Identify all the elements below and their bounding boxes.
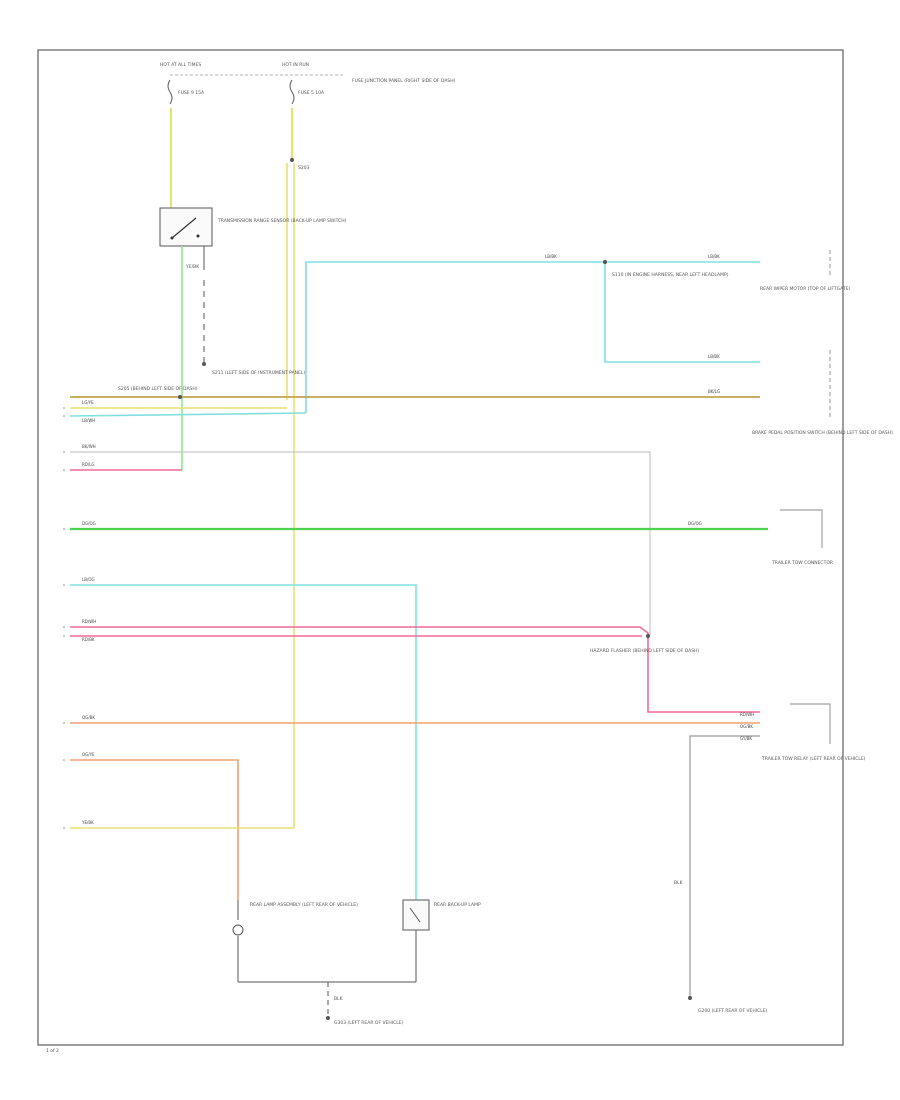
green-right-label: DG/OG <box>688 521 702 526</box>
wire-5-label: DG/OG <box>82 521 96 526</box>
fuse-a-top-label: HOT AT ALL TIMES <box>160 62 201 68</box>
wire-gray-ground <box>689 735 760 996</box>
right-mid-connector-label: BRAKE PEDAL POSITION SWITCH (BEHIND LEFT… <box>752 430 893 436</box>
rear-lamp-assembly <box>232 900 244 982</box>
wire-8-label: RD/BK <box>82 637 95 642</box>
orange-right-label: OG/BK <box>740 724 753 729</box>
top-right-wire-a-label: LB/BK <box>545 254 557 259</box>
wire-1-label: LG/YE <box>82 400 94 405</box>
wire-11-label: YE/BK <box>81 820 94 825</box>
wire-2-label: LB/WH <box>82 418 95 423</box>
right-lower-connector-bracket <box>780 509 823 548</box>
pink-right-label: RD/WH <box>740 712 754 717</box>
wire-9-label: OG/BK <box>82 715 95 720</box>
wire-7-label: RD/WH <box>82 619 96 624</box>
mid-right-wire-label: BK/LG <box>708 389 720 394</box>
bottom-mid-label: REAR BACK-UP LAMP <box>434 902 481 908</box>
bottom-right-label: G200 (LEFT REAR OF VEHICLE) <box>698 1008 768 1014</box>
splice-mid-label: S211 (LEFT SIDE OF INSTRUMENT PANEL) <box>212 370 305 376</box>
top-right-wire-b-label: LB/BK <box>708 254 720 259</box>
wire-cyan-main <box>305 261 605 413</box>
switch-pin-label: YE/BK <box>185 264 200 270</box>
wire-7 <box>70 626 760 713</box>
wire-10-label: OG/YE <box>82 752 95 757</box>
wire-10 <box>70 759 239 900</box>
bottom-left-label: REAR LAMP ASSEMBLY (LEFT REAR OF VEHICLE… <box>250 902 358 908</box>
right-bottom-connector-label: TRAILER TOW RELAY (LEFT REAR OF VEHICLE) <box>761 756 866 762</box>
diagram-frame <box>37 49 844 1046</box>
left-pin-markers <box>63 407 65 829</box>
fuse-b-symbol <box>289 79 295 105</box>
splice-top-label: S203 <box>298 165 310 171</box>
fuse-a-name: FUSE 9 15A <box>178 90 205 96</box>
center-splice-label: S110 (IN ENGINE HARNESS, NEAR LEFT HEADL… <box>612 272 729 278</box>
bottom-ground-label: G303 (LEFT REAR OF VEHICLE) <box>334 1020 404 1026</box>
right-top-connector-label: REAR WIPER MOTOR (TOP OF LIFTGATE) <box>760 286 850 292</box>
wire-2 <box>69 412 307 417</box>
fuse-b-name: FUSE 5 10A <box>298 90 325 96</box>
right-bottom-connector-bracket <box>790 703 831 744</box>
ground-wire-label: BLK <box>334 996 344 1002</box>
wire-3 <box>70 451 651 635</box>
switch-contact <box>171 217 197 239</box>
fuse-a-symbol <box>167 79 173 105</box>
rear-backup-lamp <box>402 899 430 982</box>
footer-code: 1 of 2 <box>46 1048 59 1054</box>
wire-cyan-to-mid-conn <box>604 262 760 363</box>
hazard-connector-label: HAZARD FLASHER (BEHIND LEFT SIDE OF DASH… <box>590 648 699 654</box>
gray-right-label: GY/BK <box>740 736 752 741</box>
wire-4-label: RD/LG <box>82 462 95 467</box>
fuse-panel-label: FUSE JUNCTION PANEL (RIGHT SIDE OF DASH) <box>352 78 456 84</box>
splice-left-label: S205 (BEHIND LEFT SIDE OF DASH) <box>118 386 198 392</box>
gray-vertical-label: BLK <box>674 880 684 886</box>
wire-6 <box>70 584 417 900</box>
mid-cyan-wire-label: LB/BK <box>708 354 720 359</box>
wire-6-label: LB/OG <box>82 577 95 582</box>
wire-3-label: BK/WH <box>82 444 96 449</box>
right-lower-connector-label: TRAILER TOW CONNECTOR <box>771 560 833 566</box>
switch-box-label: TRANSMISSION RANGE SENSOR (BACK-UP LAMP … <box>217 218 347 224</box>
splice-top-dot <box>290 158 294 162</box>
fuse-b-top-label: HOT IN RUN <box>282 62 309 68</box>
